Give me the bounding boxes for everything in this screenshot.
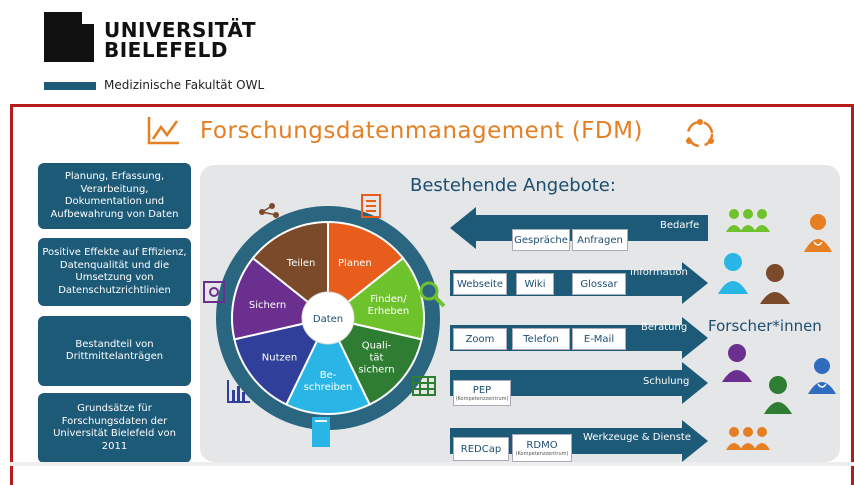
arrow-label-information: Information [630,267,688,278]
wheel-center-label: Daten [313,314,343,325]
chip-zoom: Zoom [453,328,507,350]
researchers-label: Forscher*innen [708,317,822,335]
chip-webseite: Webseite [453,273,507,295]
arrow-label-werkzeuge: Werkzeuge & Dienste [583,432,692,443]
book-icon [312,417,330,447]
checklist-icon [361,194,381,218]
chip-redcap: REDCap [453,437,509,461]
person-icon-green [764,376,792,414]
info-box-planning: Planung, Erfassung, Verarbeitung, Dokume… [38,163,191,229]
university-name: UNIVERSITÄT BIELEFELD [104,20,256,60]
info-box-effects: Positive Effekte auf Effizienz, Datenqua… [38,238,191,306]
chip-subtext: (Kompetenzzentrum) [455,395,509,402]
chip-text: Telefon [523,333,559,345]
chip-email: E-Mail [572,328,626,350]
group-people-icon-green [726,209,770,232]
chip-rdmo: RDMO (Kompetenzzentrum) [512,434,572,462]
chip-text: Anfragen [577,234,623,246]
chip-text: Gespräche [514,234,568,246]
wheel-segment-2 [326,316,423,406]
chip-text: Wiki [524,278,546,290]
bar-chart-icon [227,380,250,403]
cycle-icon [686,119,714,148]
doctor-icon-orange [804,214,832,252]
wheel-center [301,291,355,345]
university-header: UNIVERSITÄT BIELEFELD Medizinische Fakul… [0,0,854,100]
wheel-segment-label-0: Planen [338,258,372,269]
chip-text: PEP [472,384,492,396]
chip-pep: PEP (Kompetenzzentrum) [453,380,511,406]
wheel-segment-0 [327,220,405,321]
person-icon-purple [722,344,752,382]
doctor-icon-blue [808,358,836,394]
chip-wiki: Wiki [516,273,554,295]
share-icon [259,203,279,218]
chip-glossar: Glossar [572,273,626,295]
chip-text: Webseite [456,278,503,290]
group-people-icon-orange [726,427,770,450]
chip-text: REDCap [460,443,502,455]
chip-anfragen: Anfragen [572,229,628,251]
safe-icon [203,281,225,303]
chip-telefon: Telefon [512,328,570,350]
chart-trend-icon [147,117,179,145]
wheel-segment-label-4: Nutzen [262,353,297,364]
chip-text: Glossar [580,278,618,290]
chip-gespraeche: Gespräche [512,229,570,251]
wheel-segment-label-1: Finden/Erheben [368,294,410,317]
chip-subtext: (Kompetenzzentrum) [515,450,569,457]
person-icon-brown [760,264,790,304]
arrow-label-beratung: Beratung [641,322,688,333]
wheel-segment-label-6: Teilen [286,258,316,269]
table-grid-icon [412,376,436,396]
arrow-label-schulung: Schulung [643,376,690,387]
university-name-line1: UNIVERSITÄT [104,18,256,42]
faculty-name: Medizinische Fakultät OWL [104,78,265,92]
university-name-line2: BIELEFELD [104,38,228,62]
page-title: Forschungsdatenmanagement (FDM) [200,118,643,144]
info-box-grants: Bestandteil von Drittmittelanträgen [38,316,191,386]
person-icon-blue [718,253,748,294]
university-logo-mark [44,12,94,62]
wheel-segment-6 [251,220,329,321]
wheel-segment-4 [233,316,330,406]
offers-panel-title: Bestehende Angebote: [410,175,616,196]
chip-text: Zoom [465,333,495,345]
wheel-segment-label-3: Be-schreiben [304,370,353,393]
wheel-segment-3 [285,315,371,415]
arrow-label-bedarfe: Bedarfe [660,220,700,231]
arrow-schulung [450,362,708,404]
info-box-principles: Grundsätze für Forschungsdaten der Unive… [38,393,191,463]
wheel-segment-label-5: Sichern [249,300,286,311]
magnifier-icon [419,281,446,308]
chip-text: RDMO [526,439,558,451]
chip-text: E-Mail [583,333,615,345]
faculty-bar [44,82,96,90]
bottom-strip [10,462,854,466]
